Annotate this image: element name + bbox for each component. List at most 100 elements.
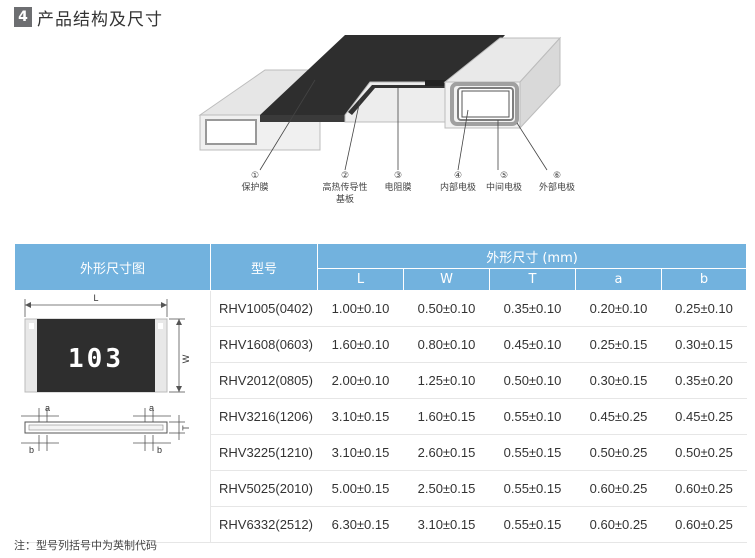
leader-2 — [344, 99, 361, 171]
value-a: 0.60±0.25 — [575, 506, 662, 543]
value-T: 0.55±0.10 — [489, 398, 576, 435]
inner-electrode — [461, 90, 510, 118]
header-b: b — [660, 268, 748, 291]
model-cell: RHV2012(0805) — [210, 362, 318, 399]
section-title: 4 产品结构及尺寸 — [14, 4, 163, 30]
callout-inner-electrode: ④ 内部电极 — [428, 170, 488, 194]
table-row: RHV6332(2512) 6.30±0.15 3.10±0.15 0.55±0… — [15, 506, 747, 543]
arrow-up — [176, 319, 183, 325]
callout-label: 电阻膜 — [384, 183, 412, 193]
callout-number: ⑤ — [499, 171, 509, 181]
model-cell: RHV5025(2010) — [210, 470, 318, 507]
value-W: 1.25±0.10 — [403, 362, 490, 399]
value-L: 1.60±0.10 — [317, 326, 404, 363]
chip-corner-mark — [29, 323, 35, 329]
value-W: 0.80±0.10 — [403, 326, 490, 363]
model-cell: RHV1005(0402) — [210, 290, 318, 327]
footnote: 注：型号列括号中为英制代码 — [14, 539, 157, 552]
callout-number: ② — [340, 171, 350, 181]
model-cell: RHV1608(0603) — [210, 326, 318, 363]
chip-corner-mark — [158, 323, 164, 329]
callout-label: 保护膜 — [241, 183, 269, 193]
dim-label-b-right: b — [157, 445, 162, 455]
callout-resistive-film: ③ 电阻膜 — [373, 170, 423, 194]
value-L: 1.00±0.10 — [317, 290, 404, 327]
arrow-left — [25, 302, 32, 308]
value-W: 1.60±0.15 — [403, 398, 490, 435]
value-T: 0.50±0.10 — [489, 362, 576, 399]
value-L: 2.00±0.10 — [317, 362, 404, 399]
callout-label-line2: 基板 — [335, 195, 354, 205]
leader-4 — [457, 109, 469, 171]
value-T: 0.55±0.15 — [489, 506, 576, 543]
value-a: 0.60±0.25 — [575, 470, 662, 507]
callout-protective-coat: ① 保护膜 — [225, 170, 285, 194]
value-T: 0.55±0.15 — [489, 470, 576, 507]
value-a: 0.45±0.25 — [575, 398, 662, 435]
header-T: T — [489, 268, 576, 291]
table-row: RHV5025(2010) 5.00±0.15 2.50±0.15 0.55±0… — [15, 470, 747, 507]
header-a: a — [575, 268, 662, 291]
value-b: 0.35±0.20 — [661, 362, 747, 399]
dim-label-L: L — [94, 293, 99, 303]
outer-electrode — [450, 82, 519, 126]
section-title-text: 产品结构及尺寸 — [37, 9, 163, 30]
value-b: 0.60±0.25 — [661, 506, 747, 543]
callout-number: ④ — [453, 171, 463, 181]
dim-label-T: T — [181, 425, 191, 431]
dimension-drawing-cell: L 103 W a — [14, 290, 211, 543]
value-W: 0.50±0.10 — [403, 290, 490, 327]
callout-label: 中间电极 — [485, 183, 522, 193]
value-a: 0.25±0.15 — [575, 326, 662, 363]
model-cell: RHV3216(1206) — [210, 398, 318, 435]
value-W: 3.10±0.15 — [403, 506, 490, 543]
callout-number: ① — [250, 171, 260, 181]
arrow-right — [161, 302, 168, 308]
left-terminal-opening — [205, 119, 257, 145]
dimension-drawing: L 103 W a — [21, 293, 191, 455]
header-model: 型号 — [210, 243, 318, 291]
protective-coat-front — [260, 115, 345, 122]
callout-middle-electrode: ⑤ 中间电极 — [474, 170, 534, 194]
value-L: 6.30±0.15 — [317, 506, 404, 543]
film-strip — [425, 80, 447, 86]
dim-label-W: W — [181, 354, 191, 363]
header-L: L — [317, 268, 404, 291]
table-row: RHV1608(0603) 1.60±0.10 0.80±0.10 0.45±0… — [15, 326, 747, 363]
value-L: 5.00±0.15 — [317, 470, 404, 507]
callout-label: 外部电极 — [538, 183, 575, 193]
section-number-badge: 4 — [14, 7, 32, 27]
substrate-right-side — [519, 36, 561, 130]
resistive-film — [348, 85, 448, 115]
value-a: 0.30±0.15 — [575, 362, 662, 399]
value-b: 0.45±0.25 — [661, 398, 747, 435]
value-W: 2.50±0.15 — [403, 470, 490, 507]
header-dimensions: 外形尺寸 (mm) — [316, 243, 748, 269]
table-row: RHV3225(1210) 3.10±0.15 2.60±0.15 0.55±0… — [15, 434, 747, 471]
table-row: RHV3216(1206) 3.10±0.15 1.60±0.15 0.55±0… — [15, 398, 747, 435]
value-T: 0.55±0.15 — [489, 434, 576, 471]
leader-1 — [259, 79, 316, 171]
table-row: RHV2012(0805) 2.00±0.10 1.25±0.10 0.50±0… — [15, 362, 747, 399]
value-W: 2.60±0.15 — [403, 434, 490, 471]
callout-label: 内部电极 — [439, 183, 476, 193]
table-row: L 103 W a — [14, 290, 747, 543]
value-b: 0.25±0.10 — [661, 290, 747, 327]
value-a: 0.20±0.10 — [575, 290, 662, 327]
arrow-down — [176, 386, 183, 392]
chip-marking: 103 — [68, 344, 124, 374]
dimension-table: 外形尺寸图 型号 外形尺寸 (mm) L W T a b L — [14, 243, 748, 543]
callout-substrate: ② 高热传导性 基板 — [310, 170, 380, 206]
callout-number: ⑥ — [552, 171, 562, 181]
dim-label-b-left: b — [29, 445, 34, 455]
value-T: 0.45±0.10 — [489, 326, 576, 363]
chip-protective-coat — [37, 319, 156, 392]
callout-label: 高热传导性 — [322, 183, 368, 193]
value-b: 0.30±0.15 — [661, 326, 747, 363]
leader-6 — [516, 122, 548, 171]
header-W: W — [403, 268, 490, 291]
dim-label-a-right: a — [149, 403, 154, 413]
value-b: 0.60±0.25 — [661, 470, 747, 507]
model-cell: RHV6332(2512) — [210, 506, 318, 543]
model-cell: RHV3225(1210) — [210, 434, 318, 471]
